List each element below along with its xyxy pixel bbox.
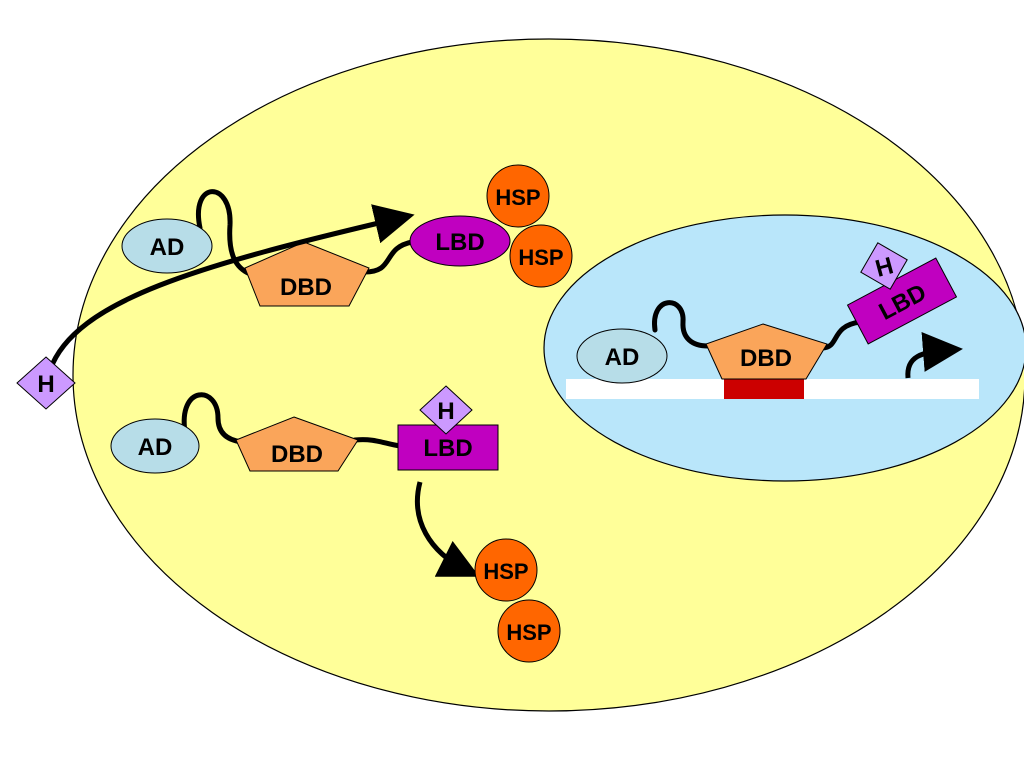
hormone-outside: H [16, 356, 76, 410]
dbd-label-3: DBD [740, 345, 792, 372]
hsp-released-bottom [497, 599, 561, 663]
dbd-domain [244, 241, 370, 307]
ad-label: AD [150, 234, 185, 261]
ad-domain-3 [576, 328, 668, 384]
hsp-top-label: HSP [495, 185, 540, 210]
linker-ad-dbd-3 [652, 300, 711, 349]
ad-label-3: AD [605, 344, 640, 371]
dbd-label-2: DBD [271, 441, 323, 468]
receptor-hsp-complex: AD DBD LBD HSP HSP [121, 164, 573, 307]
dbd-domain-2 [235, 416, 359, 472]
hormone-bound [419, 385, 473, 435]
lbd-label-2: LBD [423, 435, 472, 462]
hsp-released-top-label: HSP [483, 559, 528, 584]
svg-text:H: H [37, 371, 54, 398]
hsp-bottom-label: HSP [518, 245, 563, 270]
hormone-bound-label: H [437, 398, 454, 425]
hormone-nuclear: H [860, 242, 908, 290]
hsp-top [486, 164, 550, 228]
dbd-domain-3 [705, 323, 828, 380]
linker-dbd-lbd-2 [352, 437, 403, 449]
ad-label-2: AD [138, 434, 173, 461]
hsp-bottom [509, 224, 573, 288]
ad-domain-2 [110, 418, 200, 474]
linker-dbd-lbd [362, 239, 415, 275]
lbd-label: LBD [435, 229, 484, 256]
hormone-bound-receptor: AD DBD LBD H [110, 385, 499, 474]
transcription-arrow [905, 331, 963, 379]
hormone-entry-arrow [47, 204, 415, 371]
dbd-label: DBD [280, 274, 332, 301]
ad-domain [121, 218, 213, 274]
linker-ad-dbd-2 [181, 392, 245, 445]
hsp-released-top [474, 538, 538, 602]
svg-text:H: H [873, 252, 897, 283]
response-element [724, 379, 804, 399]
hsp-released-bottom-label: HSP [506, 620, 551, 645]
linker-dbd-lbd-3 [819, 319, 863, 351]
linker-ad-dbd [196, 189, 253, 277]
hsp-release-arrow [414, 481, 480, 577]
dna-bound-receptor: AD DBD LBD H [576, 242, 958, 384]
